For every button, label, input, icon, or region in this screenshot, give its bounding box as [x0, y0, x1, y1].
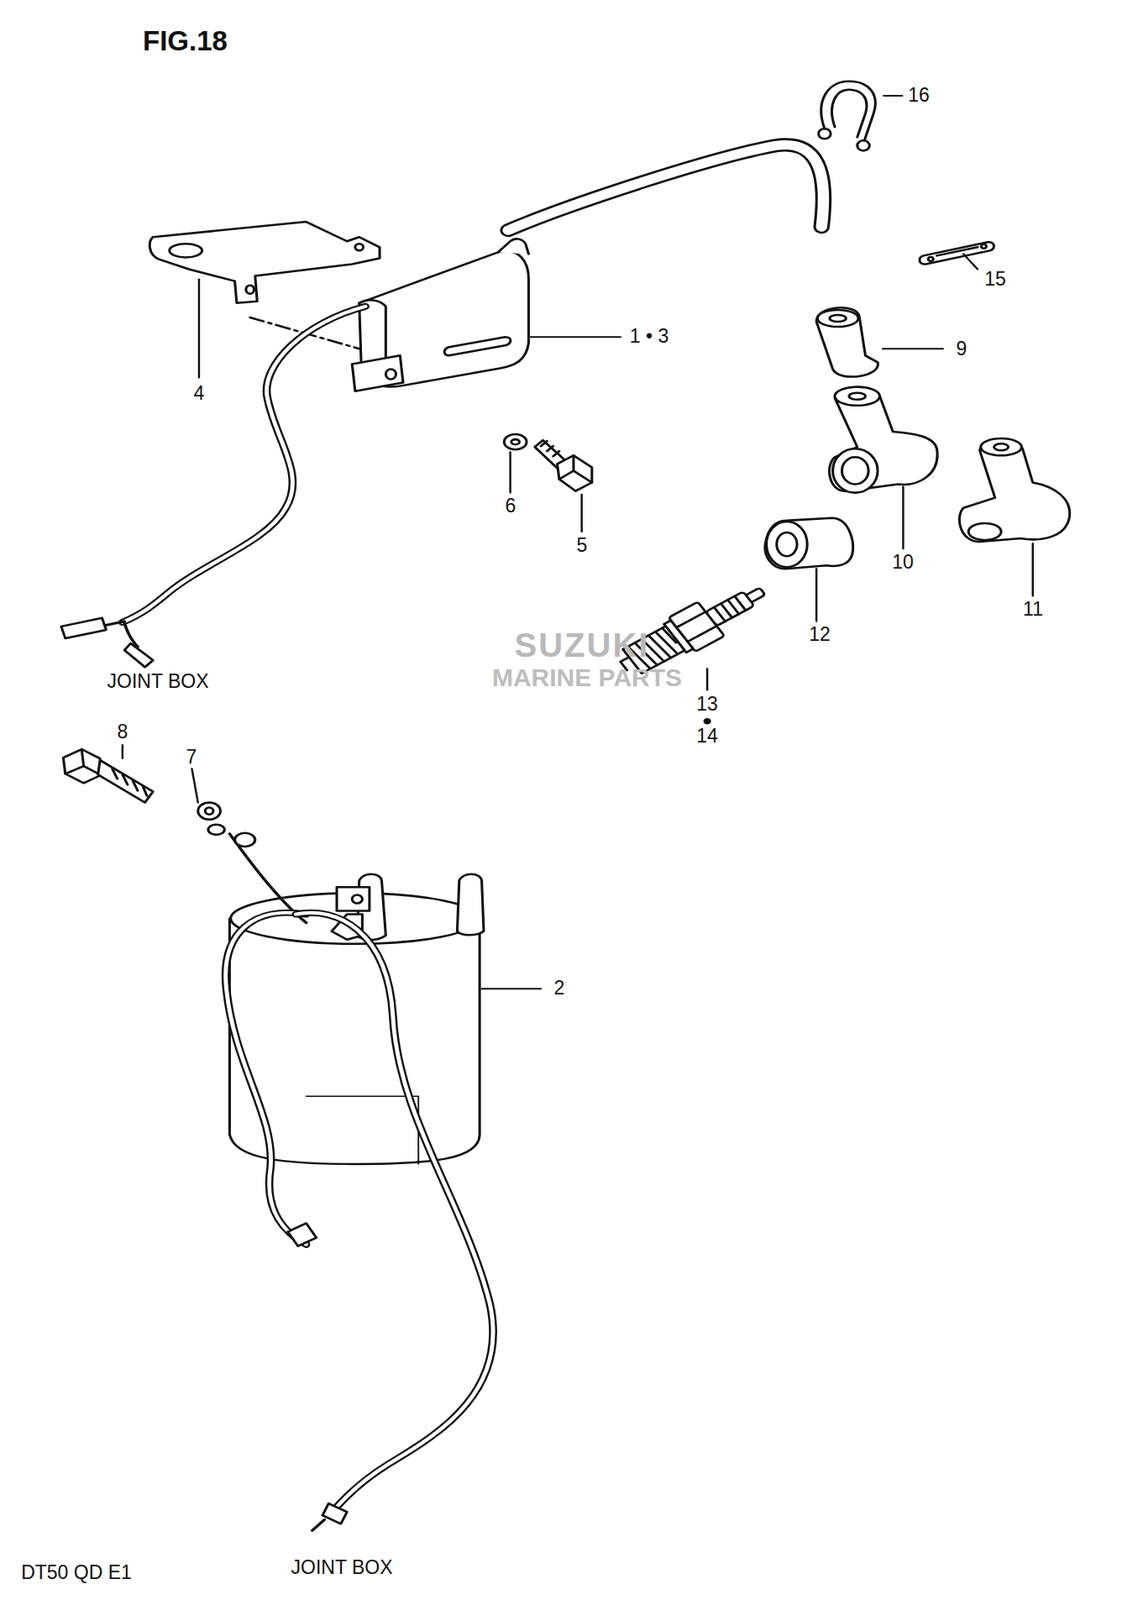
callout-number: 9: [956, 338, 968, 360]
callout-number: 15: [984, 268, 1007, 290]
callout-number: 11: [1022, 598, 1044, 620]
callout-number: 10: [891, 551, 914, 573]
callout-number: 5: [576, 534, 588, 556]
connector-label: JOINT BOX: [107, 671, 210, 693]
model-code: DT50 QD E1: [20, 1562, 132, 1584]
watermark: SUZUKI: [514, 626, 651, 664]
callout-number: 14: [696, 725, 719, 747]
watermark: MARINE PARTS: [492, 663, 682, 692]
callout-number: 6: [505, 495, 517, 517]
callout-number: 8: [117, 721, 129, 743]
figure-title: FIG.18: [142, 25, 228, 58]
callout-number: 1 • 3: [629, 325, 669, 347]
callout-number: 13: [696, 693, 719, 715]
callout-number: 16: [907, 84, 930, 106]
callout-number: 7: [186, 746, 198, 768]
callout-number: 4: [193, 382, 205, 404]
callout-number: 12: [808, 623, 831, 645]
connector-label: JOINT BOX: [291, 1557, 394, 1579]
callout-number: 2: [554, 977, 566, 999]
